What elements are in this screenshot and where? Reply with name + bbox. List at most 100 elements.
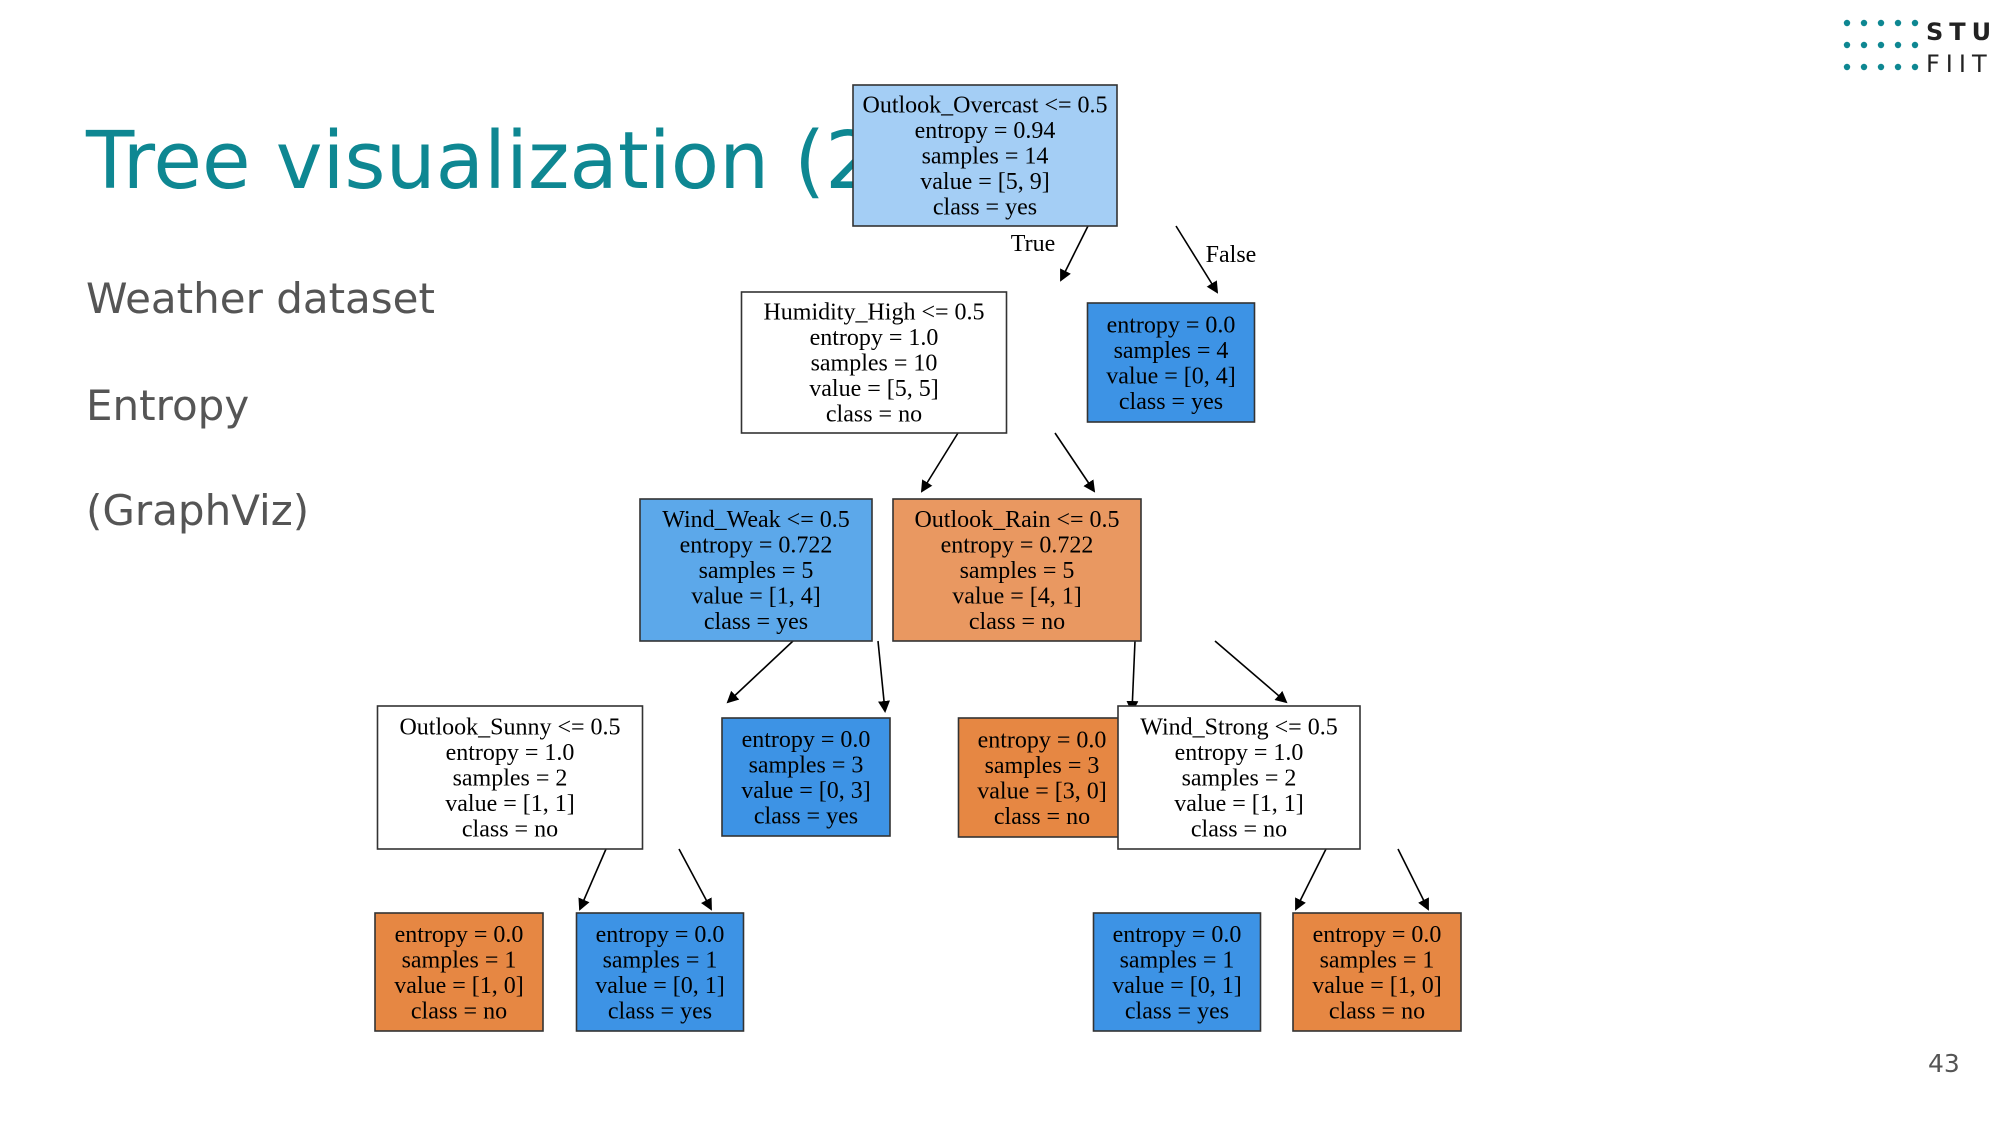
node-text-line: samples = 1 [1120, 947, 1235, 973]
node-text-line: samples = 3 [749, 752, 864, 778]
node-text-line: class = yes [1119, 389, 1223, 415]
node-text-line: class = yes [608, 998, 712, 1024]
tree-edge [1175, 225, 1219, 294]
node-text-line: class = no [1191, 817, 1287, 843]
logo-dot [1843, 41, 1851, 49]
node-text-line: entropy = 1.0 [446, 740, 575, 766]
node-box [957, 717, 1127, 838]
slide-title: Tree visualization (2) [86, 115, 907, 207]
node-text-line: entropy = 0.0 [395, 922, 524, 948]
node-text-line: Wind_Strong <= 0.5 [1140, 715, 1337, 741]
node-box [1292, 912, 1462, 1032]
node-box [1117, 705, 1361, 850]
bullet-graphviz: (GraphViz) [86, 486, 310, 535]
node-text-line: entropy = 0.0 [1313, 922, 1442, 948]
node-box [575, 912, 745, 1032]
node-text-line: class = no [994, 804, 1090, 830]
node-box [1092, 912, 1262, 1032]
node-box [852, 84, 1118, 227]
bullet-entropy: Entropy [86, 381, 250, 430]
node-text-line: Outlook_Overcast <= 0.5 [862, 93, 1107, 119]
node-text-line: value = [0, 4] [1106, 363, 1236, 389]
node-text-line: class = yes [754, 803, 858, 829]
node-text-line: value = [1, 0] [394, 973, 524, 999]
node-text-line: value = [5, 5] [809, 376, 939, 402]
node-box [639, 498, 873, 642]
node-text-line: class = no [462, 817, 558, 843]
node-text-line: samples = 1 [402, 947, 517, 973]
node-text-line: class = no [826, 402, 922, 428]
logo-text-fiit: FIIT [1926, 50, 1993, 78]
node-text-line: entropy = 0.722 [941, 533, 1094, 559]
tree-edge [920, 432, 959, 493]
node-text-line: class = yes [1125, 998, 1229, 1024]
node-text-line: samples = 5 [960, 558, 1075, 584]
node-text-line: value = [1, 4] [691, 584, 821, 610]
node-text-line: entropy = 0.0 [742, 727, 871, 753]
logo-dot [1877, 41, 1885, 49]
node-box [1086, 302, 1256, 423]
node-box [892, 498, 1142, 642]
node-text-line: class = no [1329, 998, 1425, 1024]
node-text-line: entropy = 0.0 [1113, 922, 1242, 948]
tree-edge [1126, 640, 1139, 713]
node-text-line: Outlook_Rain <= 0.5 [914, 507, 1119, 533]
node-text-line: class = yes [933, 195, 1037, 221]
bullet-weather-dataset: Weather dataset [86, 274, 435, 323]
logo-dot [1843, 19, 1851, 27]
edge-label-true: True [1011, 231, 1055, 257]
node-text-line: samples = 1 [1320, 947, 1435, 973]
node-text-line: entropy = 0.0 [978, 727, 1107, 753]
node-text-line: Humidity_High <= 0.5 [763, 300, 984, 326]
node-text-line: samples = 5 [699, 558, 814, 584]
node-text-line: value = [1, 0] [1312, 973, 1442, 999]
node-text-line: entropy = 0.722 [680, 533, 833, 559]
node-text-line: value = [4, 1] [952, 584, 1082, 610]
node-box [740, 291, 1008, 434]
page-number: 43 [1928, 1049, 1960, 1078]
logo-text-stu: STU [1926, 18, 1998, 46]
node-box [721, 717, 891, 837]
logo-dot [1911, 19, 1919, 27]
logo-dot [1877, 63, 1885, 71]
tree-edge [1214, 640, 1288, 704]
node-text-line: Wind_Weak <= 0.5 [662, 507, 849, 533]
tree-edge [1295, 848, 1327, 911]
logo-dot [1860, 41, 1868, 49]
node-text-line: class = yes [704, 609, 808, 635]
node-text-line: samples = 2 [453, 766, 568, 792]
node-text-line: entropy = 1.0 [1175, 740, 1304, 766]
logo-dot [1894, 19, 1902, 27]
logo-dot [1843, 63, 1851, 71]
node-text-line: samples = 1 [603, 947, 718, 973]
node-text-line: value = [1, 1] [445, 791, 575, 817]
node-box [374, 912, 544, 1032]
node-text-line: Outlook_Sunny <= 0.5 [399, 715, 620, 741]
node-text-line: entropy = 0.0 [1107, 312, 1236, 338]
logo-dots-icon [1843, 19, 1919, 71]
stu-fiit-logo: STU FIIT [1843, 18, 2000, 78]
node-text-line: value = [0, 1] [595, 973, 725, 999]
node-text-line: value = [0, 1] [1112, 973, 1242, 999]
node-text-line: entropy = 0.94 [915, 118, 1056, 144]
node-text-line: class = no [969, 609, 1065, 635]
edge-label-false: False [1206, 242, 1257, 268]
tree-edge [578, 848, 607, 911]
node-text-line: samples = 14 [922, 144, 1049, 170]
node-text-line: value = [3, 0] [977, 778, 1107, 804]
node-text-line: samples = 4 [1114, 338, 1229, 364]
logo-dot [1894, 41, 1902, 49]
node-text-line: samples = 2 [1182, 766, 1297, 792]
logo-dot [1877, 19, 1885, 27]
tree-edge [726, 640, 794, 704]
